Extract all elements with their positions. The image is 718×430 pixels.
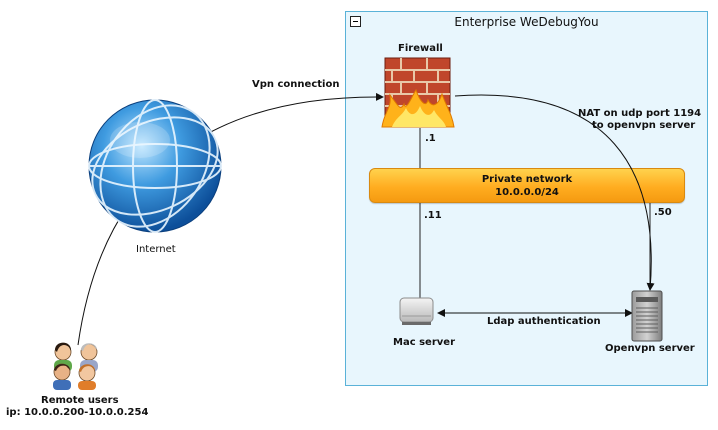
mac-ip-label: .11 (424, 210, 442, 221)
remote-users-label: Remote users (41, 395, 119, 406)
mac-server-icon (399, 297, 434, 325)
firewall-label: Firewall (398, 43, 443, 54)
remote-users-icon (53, 342, 98, 390)
group-title-bar: Enterprise WeDebugYou (346, 12, 707, 32)
internet-label: Internet (136, 244, 176, 255)
private-network-subnet: 10.0.0.0/24 (495, 187, 559, 198)
private-network-label: Private network (481, 174, 573, 185)
openvpn-server-icon (631, 290, 663, 342)
nat-edge (454, 94, 655, 291)
firewall-icon (381, 57, 455, 128)
openvpn-server-label: Openvpn server (605, 343, 695, 354)
openvpn-ip-label: .50 (654, 207, 672, 218)
nat-label-line2: to openvpn server (592, 120, 696, 131)
mac-server-label: Mac server (393, 337, 456, 348)
private-network-node: Private network 10.0.0.0/24 (369, 168, 685, 203)
group-title: Enterprise WeDebugYou (454, 15, 599, 29)
remote-users-ip-label: ip: 10.0.0.200-10.0.0.254 (6, 407, 149, 418)
nat-label-line1: NAT on udp port 1194 (578, 108, 702, 119)
collapse-button[interactable] (350, 16, 361, 27)
globe-icon (88, 99, 222, 233)
firewall-ip-label: .1 (425, 133, 436, 144)
ldap-label: Ldap authentication (487, 316, 601, 327)
vpn-connection-label: Vpn connection (252, 79, 340, 90)
